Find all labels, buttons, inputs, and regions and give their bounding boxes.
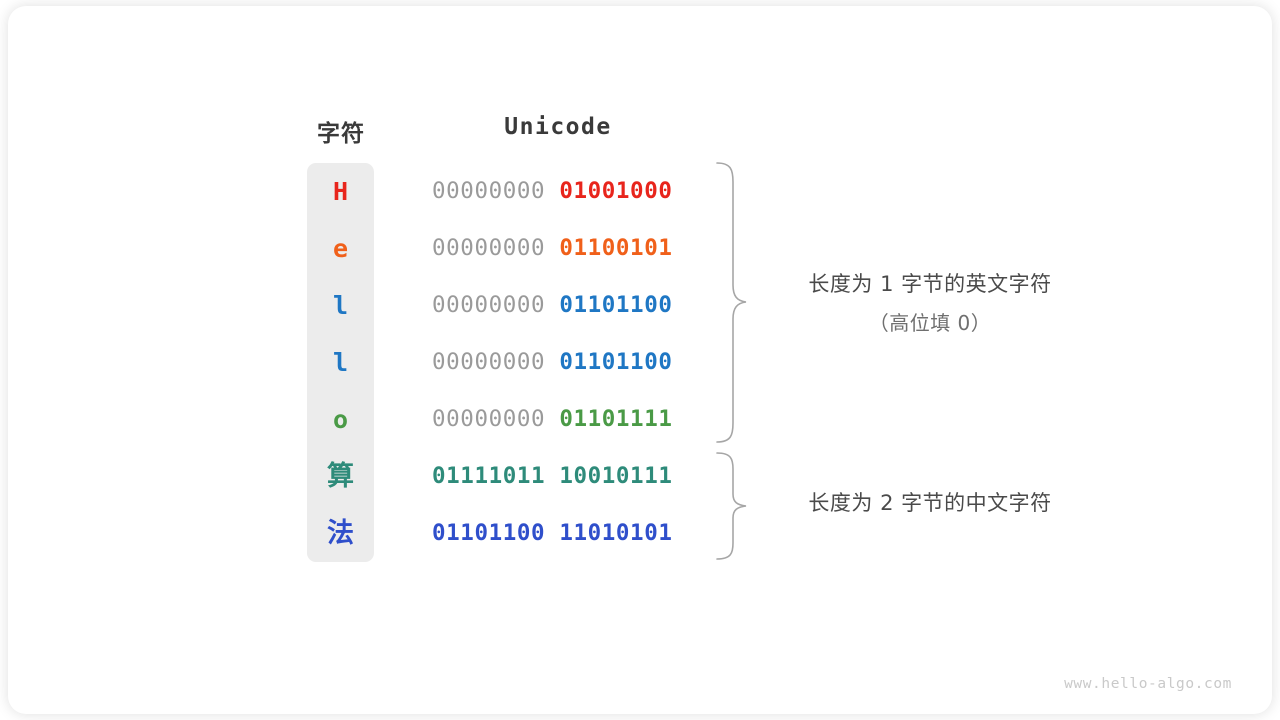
binary-byte-separator — [545, 349, 559, 375]
binary-high-byte: 00000000 — [432, 235, 546, 261]
character-glyph: o — [332, 405, 349, 434]
encoding-row: 法 01101100 11010101 — [307, 505, 687, 562]
character-glyph: 算 — [327, 461, 354, 492]
encoding-row: l 00000000 01101100 — [307, 334, 687, 391]
binary-high-byte: 00000000 — [432, 406, 546, 432]
annotation-one-byte: 长度为 1 字节的英文字符 （高位填 0） — [785, 268, 1075, 336]
unicode-binary-value: 00000000 01100101 — [432, 220, 673, 277]
annotation-one-byte-line1: 长度为 1 字节的英文字符 — [808, 272, 1052, 296]
binary-low-byte: 01001000 — [559, 178, 673, 204]
character-glyph: l — [332, 348, 349, 377]
annotation-two-byte: 长度为 2 字节的中文字符 — [785, 487, 1075, 517]
column-header-unicode: Unicode — [504, 114, 612, 140]
annotation-one-byte-line2: （高位填 0） — [868, 311, 992, 335]
binary-high-byte: 01101100 — [432, 520, 546, 546]
brace-two-byte-group — [716, 452, 747, 560]
encoding-row: H 00000000 01001000 — [307, 163, 687, 220]
binary-low-byte: 10010111 — [559, 463, 673, 489]
unicode-binary-value: 00000000 01101100 — [432, 277, 673, 334]
diagram-card — [8, 6, 1272, 714]
binary-low-byte: 11010101 — [559, 520, 673, 546]
binary-byte-separator — [545, 292, 559, 318]
character-glyph: l — [332, 291, 349, 320]
binary-byte-separator — [545, 235, 559, 261]
binary-byte-separator — [545, 406, 559, 432]
character-glyph: H — [332, 177, 349, 206]
column-header-character: 字符 — [317, 120, 365, 146]
character-glyph: e — [332, 234, 349, 263]
encoding-row: l 00000000 01101100 — [307, 277, 687, 334]
binary-byte-separator — [545, 463, 559, 489]
encoding-row: e 00000000 01100101 — [307, 220, 687, 277]
binary-low-byte: 01101111 — [559, 406, 673, 432]
binary-byte-separator — [545, 178, 559, 204]
watermark: www.hello-algo.com — [1064, 676, 1232, 692]
character-glyph: 法 — [327, 518, 354, 549]
binary-low-byte: 01101100 — [559, 292, 673, 318]
binary-byte-separator — [545, 520, 559, 546]
unicode-binary-value: 00000000 01001000 — [432, 163, 673, 220]
binary-low-byte: 01101100 — [559, 349, 673, 375]
binary-low-byte: 01100101 — [559, 235, 673, 261]
binary-high-byte: 00000000 — [432, 349, 546, 375]
character-column-background — [307, 163, 374, 562]
unicode-binary-value: 01101100 11010101 — [432, 505, 673, 562]
unicode-binary-value: 00000000 01101111 — [432, 391, 673, 448]
binary-high-byte: 01111011 — [432, 463, 546, 489]
binary-high-byte: 00000000 — [432, 292, 546, 318]
encoding-row: o 00000000 01101111 — [307, 391, 687, 448]
binary-high-byte: 00000000 — [432, 178, 546, 204]
unicode-binary-value: 00000000 01101100 — [432, 334, 673, 391]
annotation-two-byte-line1: 长度为 2 字节的中文字符 — [808, 491, 1052, 515]
unicode-binary-value: 01111011 10010111 — [432, 448, 673, 505]
encoding-row: 算 01111011 10010111 — [307, 448, 687, 505]
brace-one-byte-group — [716, 162, 747, 443]
